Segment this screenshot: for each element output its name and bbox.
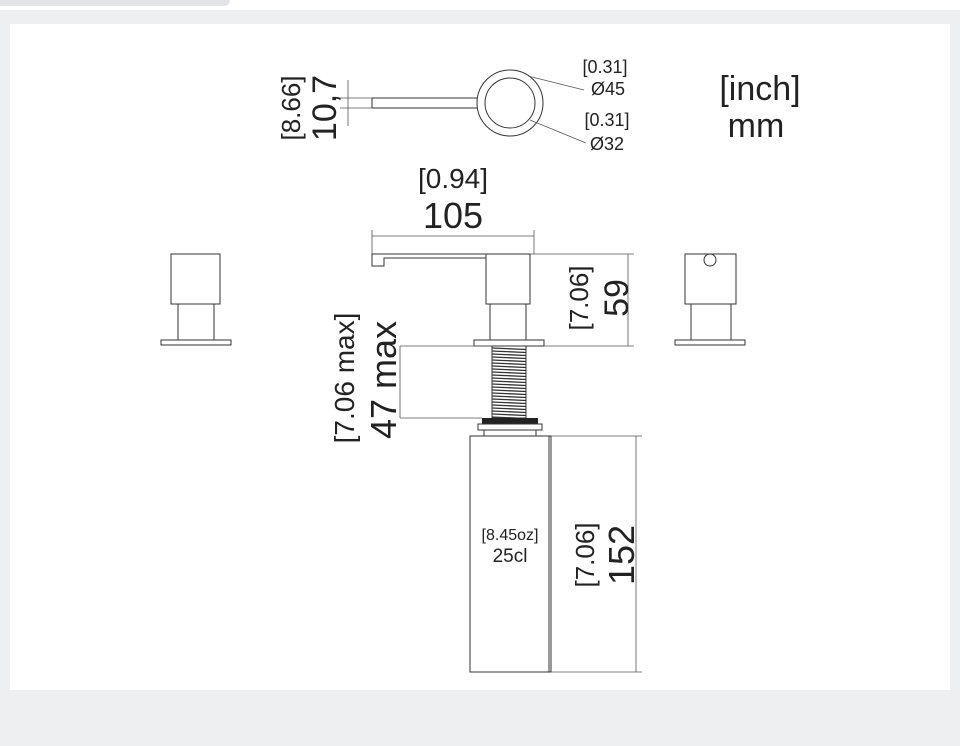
head-height-mm: 59 — [598, 279, 636, 317]
thread-ridge — [491, 389, 527, 393]
left-side-view — [160, 253, 232, 346]
thread-ridge — [491, 356, 527, 360]
thread-ridge — [491, 368, 527, 372]
thread-ridge — [491, 371, 527, 375]
outer-diameter-inch: [0.31] — [582, 57, 627, 77]
thread-ridge — [491, 365, 527, 369]
thread-ridge — [491, 404, 527, 408]
thread-ridge — [491, 410, 527, 414]
threaded-shank — [477, 345, 543, 437]
thread-max-mm: 47 max — [363, 321, 404, 439]
outer-diameter-mm: Ø45 — [591, 79, 625, 99]
inner-diameter-inch: [0.31] — [584, 110, 629, 130]
right-side-view — [674, 253, 746, 346]
window-tab-handle — [0, 0, 230, 6]
thread-ridge — [491, 350, 527, 354]
thread-ridge — [491, 359, 527, 363]
thread-ridge — [491, 380, 527, 384]
bottle — [469, 435, 552, 673]
units-inch-label: [inch] — [719, 70, 800, 108]
lever-thickness-inch: [8.66] — [276, 75, 306, 140]
pump-head — [371, 253, 545, 347]
thread-ridge — [491, 347, 527, 351]
inner-ring — [484, 77, 536, 129]
thread-max-inch: [7.06 max] — [329, 313, 360, 444]
thread-ridge — [491, 386, 527, 390]
thread-ridge — [491, 377, 527, 381]
spout-length-inch: [0.94] — [418, 163, 488, 194]
inner-diameter-mm: Ø32 — [590, 134, 624, 154]
thread-ridge — [491, 398, 527, 402]
bottle-capacity-oz: [8.45oz] — [482, 527, 539, 544]
lever-thickness-mm: 10,7 — [306, 75, 344, 141]
thread-ridge — [491, 413, 527, 417]
bottle-capacity-cl: 25cl — [493, 546, 528, 567]
bottle-height-mm: 152 — [601, 525, 642, 585]
window-top-bar — [0, 0, 960, 10]
thread-ridge — [491, 392, 527, 396]
units-mm-label: mm — [728, 107, 785, 145]
thread-ridge — [491, 383, 527, 387]
head-height-inch: [7.06] — [564, 265, 594, 330]
top-view — [340, 69, 587, 144]
thread-ridge — [491, 362, 527, 366]
thread-ridge — [491, 374, 527, 378]
thread-ridge — [491, 401, 527, 405]
spout-length-mm: 105 — [423, 195, 483, 236]
thread-ridge — [491, 395, 527, 399]
thread-ridge — [491, 407, 527, 411]
thread-ridge — [491, 353, 527, 357]
bottle-height-inch: [7.06] — [570, 522, 600, 587]
